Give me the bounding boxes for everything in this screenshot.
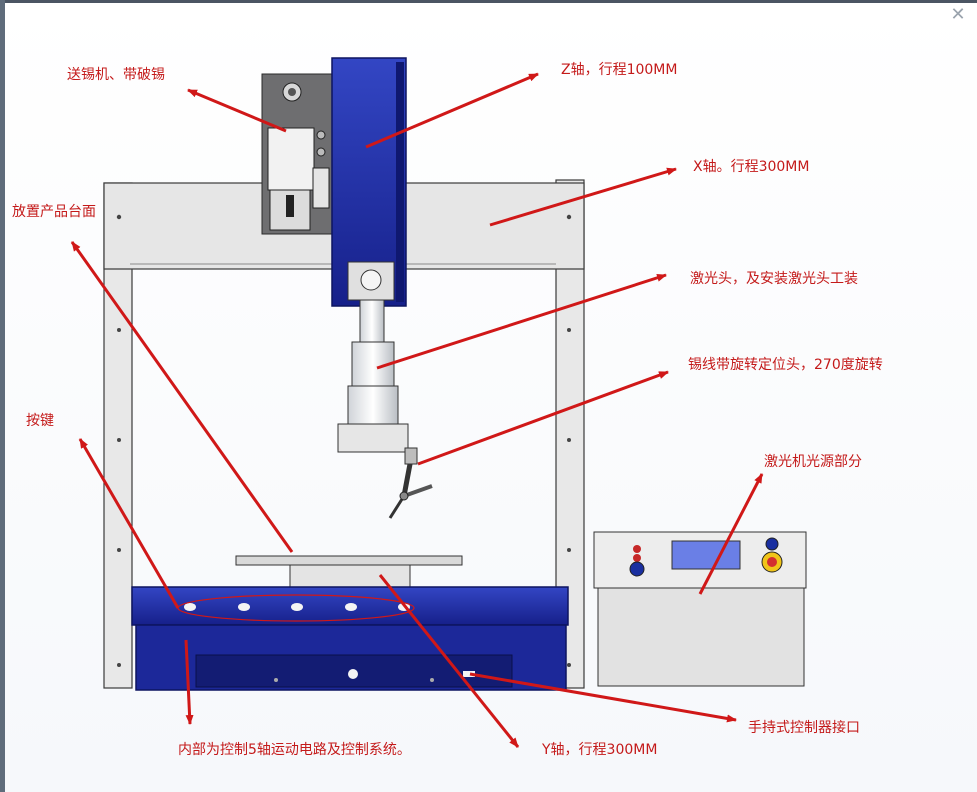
arrow-handheld-port: [469, 672, 737, 723]
window-left-edge: [0, 0, 5, 792]
product-table: [235, 555, 463, 590]
arrow-laser-head: [376, 273, 667, 370]
callout-product-table: 放置产品台面: [12, 204, 96, 220]
arrow-laser-source: [698, 473, 764, 595]
machine-base: [131, 586, 569, 691]
close-icon[interactable]: ✕: [950, 4, 966, 25]
arrow-tin-feeder: [187, 88, 287, 133]
callout-rotary-positioner: 锡线带旋转定位头，270度旋转: [688, 357, 883, 373]
arrow-product-table: [70, 241, 294, 553]
laser-head-assembly: [337, 261, 418, 465]
callout-handheld-port: 手持式控制器接口: [748, 720, 860, 736]
tin-feeder-unit: [261, 73, 335, 235]
callout-tin-feeder: 送锡机、带破锡: [67, 67, 165, 83]
arrow-y-axis: [378, 574, 520, 748]
arrow-buttons: [78, 438, 180, 609]
arrow-z-axis: [365, 72, 539, 149]
callout-laser-source: 激光机光源部分: [764, 454, 862, 470]
arrow-x-axis: [489, 167, 677, 227]
callout-laser-head: 激光头，及安装激光头工装: [690, 271, 858, 287]
laser-source-cabinet: [593, 531, 807, 687]
callout-buttons: 按键: [26, 413, 54, 429]
callout-arrows: [70, 72, 764, 748]
rotary-positioner: [388, 463, 433, 519]
callout-internal-system: 内部为控制5轴运动电路及控制系统。: [178, 742, 411, 758]
callout-x-axis: X轴。行程300MM: [693, 159, 810, 175]
arrow-rotary-positioner: [417, 370, 669, 466]
callout-y-axis: Y轴，行程300MM: [542, 742, 658, 758]
callout-z-axis: Z轴，行程100MM: [561, 62, 678, 78]
arrow-internal-system: [184, 639, 194, 725]
window-top-edge: [0, 0, 977, 3]
